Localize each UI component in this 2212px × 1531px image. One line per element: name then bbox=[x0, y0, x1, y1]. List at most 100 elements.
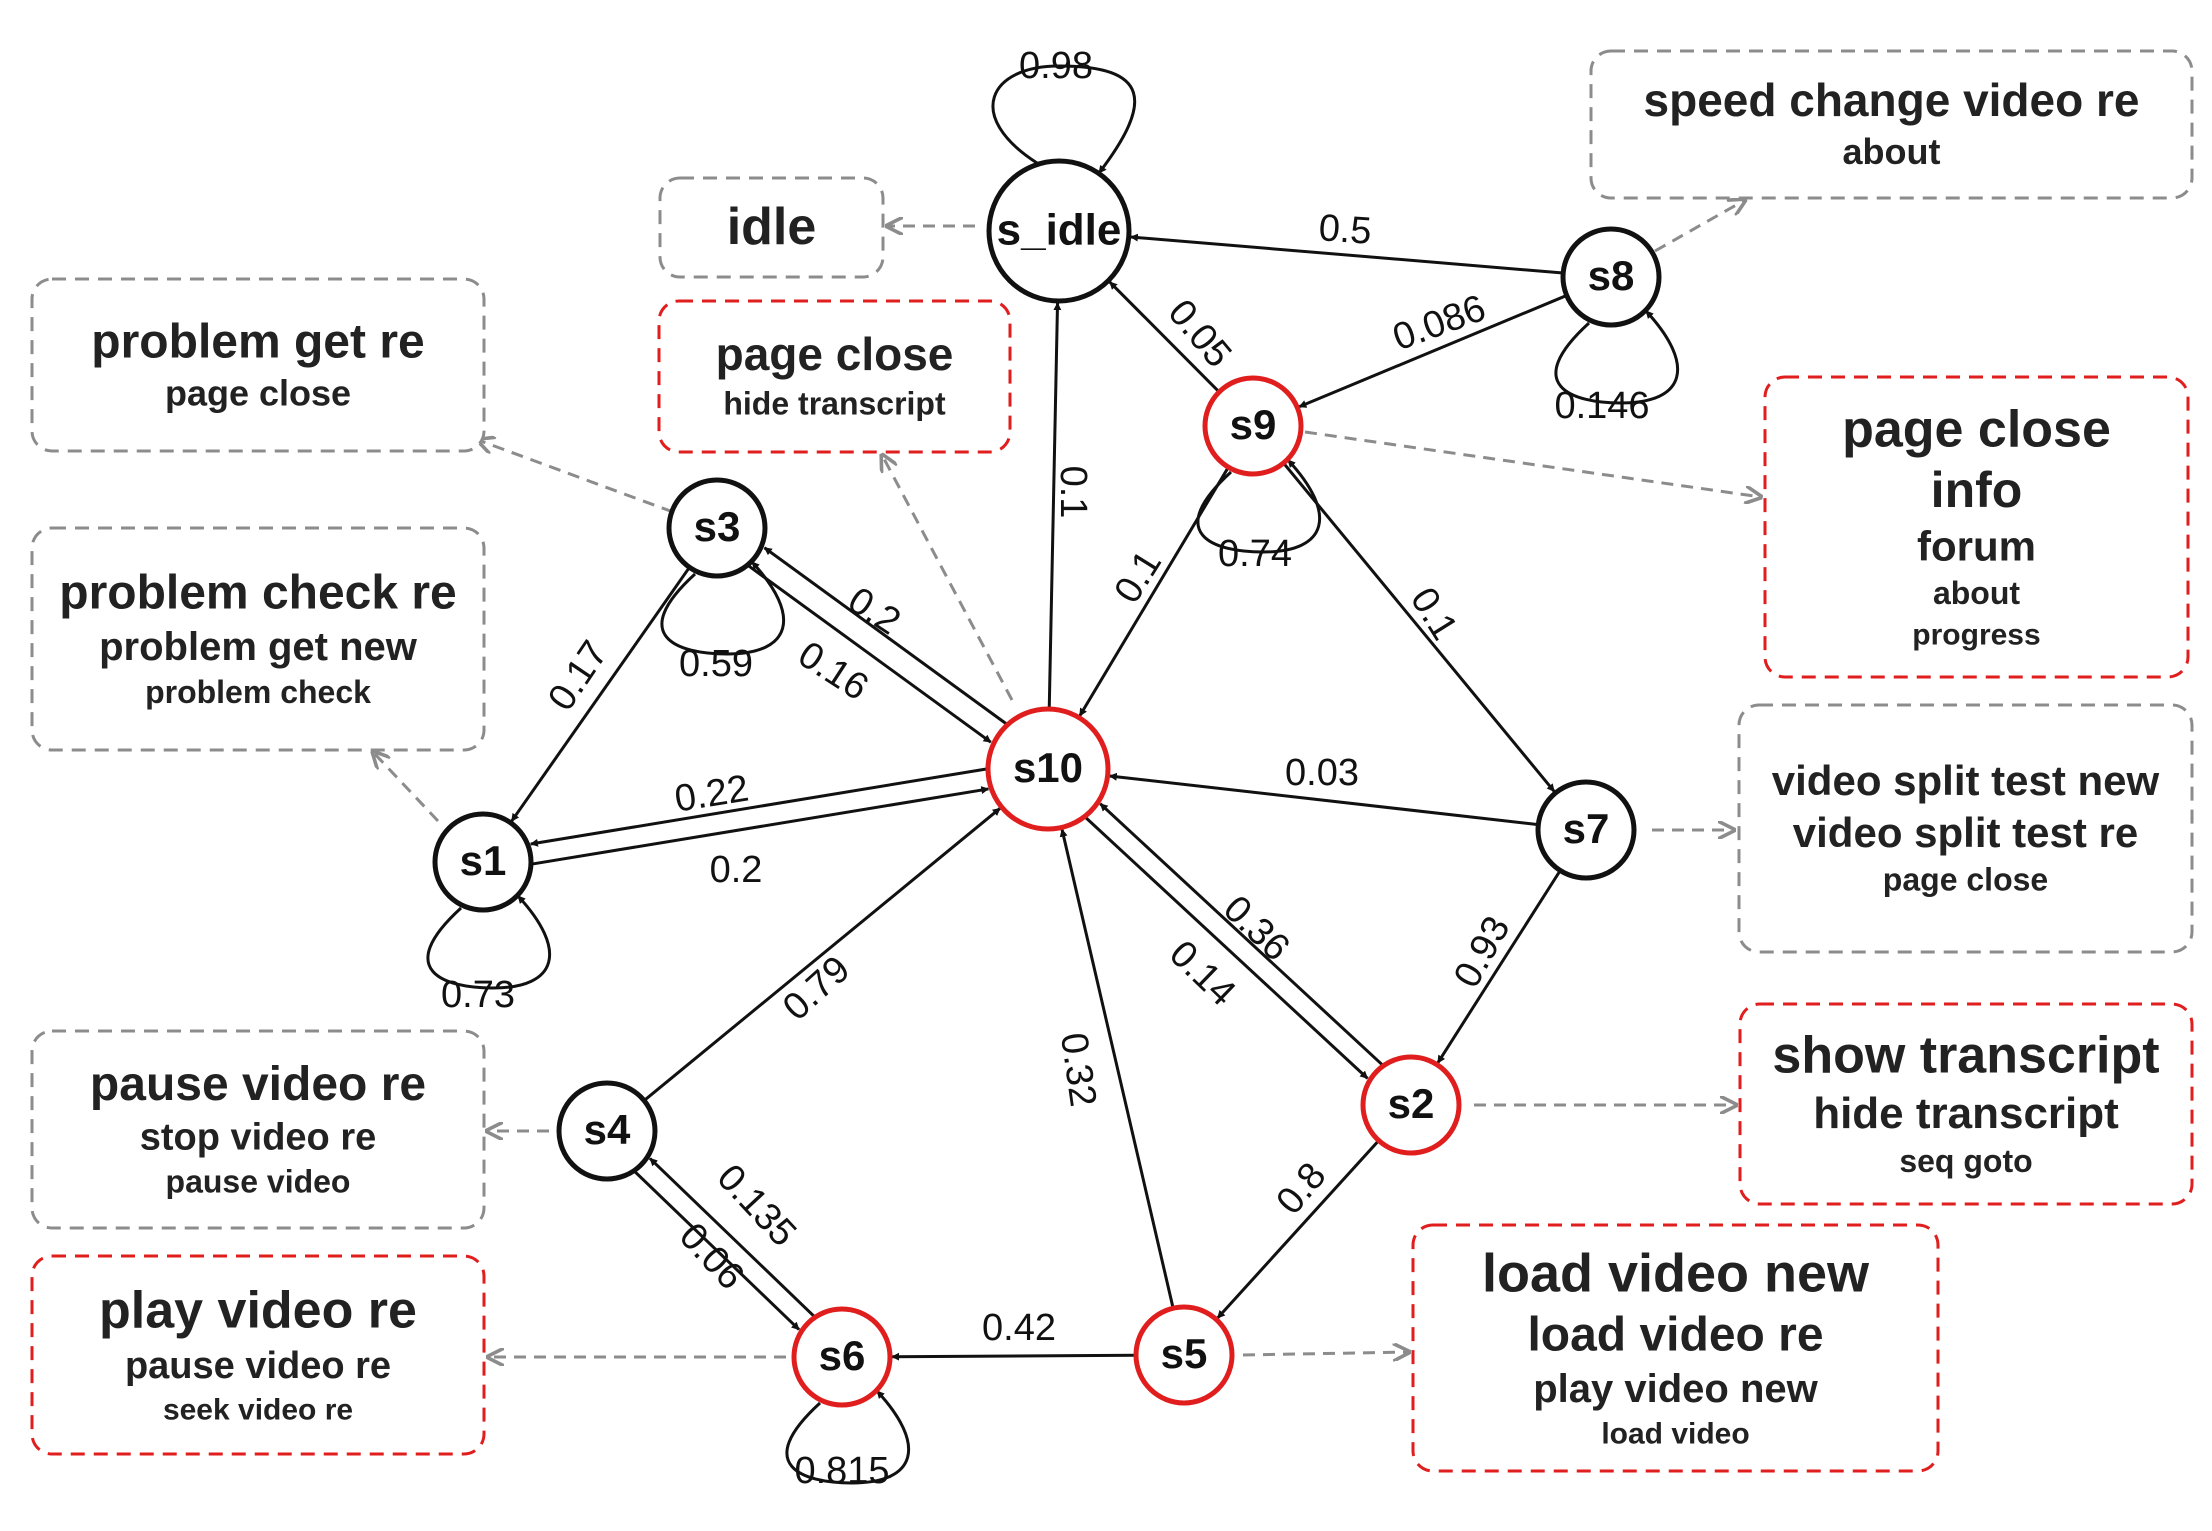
probability-label: 0.98 bbox=[1019, 45, 1093, 87]
edge-line bbox=[747, 564, 992, 744]
self-loop-path bbox=[1554, 309, 1680, 405]
probability-label: 0.59 bbox=[679, 643, 753, 685]
action-label: progress bbox=[1912, 619, 2040, 652]
state-node-s4: s4 bbox=[556, 1080, 658, 1182]
action-box-border bbox=[1411, 1223, 1940, 1473]
transition-s8-to-s9: 0.086 bbox=[1298, 287, 1568, 409]
action-label: hide transcript bbox=[723, 386, 946, 422]
transition-s7-to-s2: 0.93 bbox=[1436, 869, 1562, 1064]
state-label: s8 bbox=[1588, 252, 1635, 299]
action-label: about bbox=[1843, 131, 1941, 172]
action-label: seek video re bbox=[163, 1394, 353, 1427]
action-label: show transcript bbox=[1772, 1027, 2159, 1085]
state-label: s_idle bbox=[997, 206, 1122, 255]
transition-s1-to-s10: 0.22 bbox=[531, 768, 990, 866]
action-link-s3 bbox=[478, 440, 674, 514]
transition-s5-to-s6: 0.42 bbox=[891, 1307, 1137, 1361]
state-label: s4 bbox=[584, 1106, 631, 1153]
transition-s1-to-s1: 0.73 bbox=[426, 894, 552, 1016]
action-box-border bbox=[30, 277, 486, 453]
probability-label: 0.79 bbox=[775, 948, 858, 1029]
action-box-border bbox=[658, 176, 885, 279]
probability-label: 0.8 bbox=[1268, 1155, 1334, 1222]
probability-label: 0.5 bbox=[1317, 207, 1373, 253]
action-label: video split test new bbox=[1772, 757, 2160, 804]
transition-s10-to-s-idle: 0.1 bbox=[1047, 302, 1094, 710]
action-label: stop video re bbox=[140, 1117, 377, 1159]
state-circle bbox=[556, 1080, 658, 1182]
transition-s10-to-s1: 0.2 bbox=[529, 767, 988, 891]
state-label: s6 bbox=[819, 1332, 866, 1379]
action-link-s10 bbox=[882, 455, 1014, 701]
state-circle bbox=[791, 1306, 893, 1408]
probability-label: 0.03 bbox=[1285, 752, 1359, 794]
action-label: problem check re bbox=[59, 566, 457, 619]
action-label: problem check bbox=[145, 674, 371, 710]
transition-s10-to-s2: 0.36 bbox=[1084, 815, 1369, 1080]
self-loop-path bbox=[785, 1389, 911, 1485]
action-label: pause video bbox=[166, 1164, 351, 1200]
action-box-s-idle: idle bbox=[658, 176, 885, 279]
edge-line bbox=[510, 566, 691, 822]
state-label: s9 bbox=[1230, 401, 1277, 448]
action-link-s5 bbox=[1242, 1352, 1409, 1355]
action-box-border bbox=[657, 299, 1012, 454]
transition-s8-to-s8: 0.146 bbox=[1554, 309, 1680, 427]
probability-label: 0.1 bbox=[1402, 580, 1466, 647]
action-link-s9 bbox=[1304, 430, 1761, 497]
action-label: load video new bbox=[1482, 1243, 1870, 1303]
transition-s3-to-s3: 0.59 bbox=[660, 560, 786, 685]
action-link-s1 bbox=[373, 752, 440, 823]
edge-line bbox=[1108, 280, 1221, 394]
probability-label: 0.146 bbox=[1554, 385, 1649, 427]
edge-line bbox=[633, 1170, 801, 1331]
transition-s9-to-s7: 0.1 bbox=[1282, 462, 1556, 793]
action-box-border bbox=[30, 1029, 486, 1230]
action-label: problem get new bbox=[99, 625, 418, 669]
state-node-s10: s10 bbox=[985, 706, 1111, 832]
edge-line bbox=[1108, 772, 1539, 827]
state-circle bbox=[432, 811, 534, 913]
edge-line bbox=[1282, 462, 1556, 793]
state-circle bbox=[666, 477, 768, 579]
probability-label: 0.1 bbox=[1107, 543, 1171, 610]
action-box-border bbox=[1589, 49, 2194, 200]
self-loop-path bbox=[426, 894, 552, 990]
state-circle bbox=[985, 706, 1111, 832]
state-node-s8: s8 bbox=[1560, 226, 1662, 328]
action-label: pause video re bbox=[90, 1058, 426, 1111]
state-node-s5: s5 bbox=[1133, 1304, 1235, 1406]
state-node-s-idle: s_idle bbox=[986, 158, 1132, 304]
edge-line bbox=[1298, 294, 1568, 409]
probability-label: 0.22 bbox=[672, 768, 752, 821]
self-loop-path bbox=[991, 64, 1137, 174]
transition-s5-to-s10: 0.32 bbox=[1052, 828, 1175, 1309]
edge-line bbox=[648, 1157, 816, 1318]
action-label: forum bbox=[1917, 522, 2036, 569]
action-label: page close bbox=[165, 373, 351, 414]
edge-line bbox=[1436, 869, 1562, 1064]
probability-label: 0.74 bbox=[1218, 533, 1292, 575]
action-label: problem get re bbox=[91, 315, 424, 368]
state-node-s7: s7 bbox=[1535, 779, 1637, 881]
probability-label: 0.06 bbox=[671, 1215, 752, 1298]
state-node-s3: s3 bbox=[666, 477, 768, 579]
state-circle bbox=[1360, 1054, 1462, 1156]
probability-label: 0.17 bbox=[540, 633, 616, 718]
state-circle bbox=[1202, 375, 1304, 477]
action-label: video split test re bbox=[1793, 809, 2138, 856]
action-label: play video new bbox=[1533, 1367, 1818, 1411]
transition-s6-to-s6: 0.815 bbox=[785, 1389, 911, 1492]
edge-line bbox=[643, 807, 1002, 1102]
transition-s2-to-s10: 0.14 bbox=[1099, 802, 1384, 1067]
state-node-s6: s6 bbox=[791, 1306, 893, 1408]
state-label: s3 bbox=[694, 503, 741, 550]
state-label: s5 bbox=[1161, 1330, 1208, 1377]
transition-s7-to-s10: 0.03 bbox=[1108, 752, 1539, 827]
action-box-s4: pause video re stop video re pause video bbox=[30, 1029, 486, 1230]
